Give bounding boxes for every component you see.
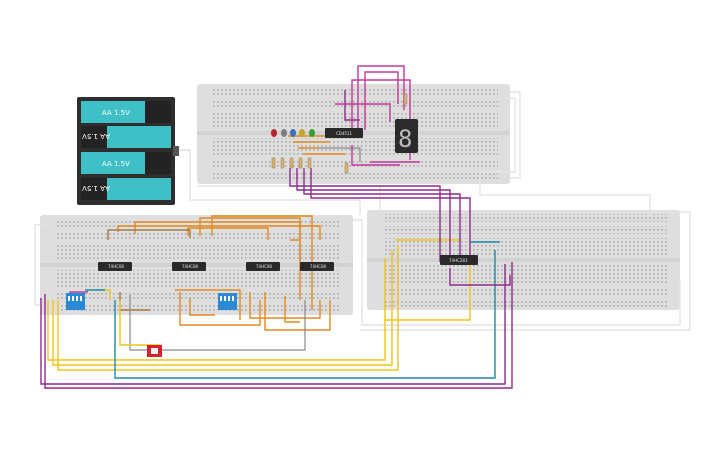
battery-cell-label: AA 1.5V	[82, 184, 110, 192]
push-button[interactable]	[147, 345, 162, 357]
resistor[interactable]	[298, 157, 303, 169]
seven-segment-digit: 8	[398, 125, 412, 153]
ic-label: CD4511	[336, 131, 353, 136]
ic-label: 74HC08	[182, 264, 198, 269]
battery-cell-4: AA 1.5V	[81, 178, 171, 200]
dip-switch-b[interactable]	[218, 293, 237, 310]
resistor[interactable]	[271, 157, 276, 169]
seven-segment-display[interactable]: 8	[395, 119, 418, 153]
ic-cd4511[interactable]: CD4511	[325, 128, 363, 138]
resistor[interactable]	[289, 157, 294, 169]
ic-label: 74HC08	[310, 264, 326, 269]
ic-74hc08-1[interactable]: 74HC08	[98, 262, 132, 271]
ic-74hc283[interactable]: 74HC283	[440, 255, 478, 265]
led-yellow[interactable]	[299, 129, 305, 137]
wires-yellow	[47, 239, 471, 371]
battery-cell-1: AA 1.5V	[81, 101, 171, 123]
ic-label: 74HC08	[256, 264, 272, 269]
ic-74hc08-4[interactable]: 74HC08	[300, 262, 334, 271]
led-row	[271, 129, 315, 137]
battery-cell-3: AA 1.5V	[81, 152, 171, 174]
wires-gray	[129, 147, 361, 351]
led-gray[interactable]	[281, 129, 287, 137]
breadboard-right	[367, 210, 680, 310]
battery-pack: AA 1.5V AA 1.5V AA 1.5V AA 1.5V	[77, 97, 179, 205]
led-red[interactable]	[271, 129, 277, 137]
wires-teal	[85, 241, 500, 379]
resistor[interactable]	[344, 162, 349, 174]
resistors	[271, 93, 408, 174]
wires-purple	[40, 90, 513, 389]
wires-white	[34, 91, 691, 331]
resistor[interactable]	[307, 157, 312, 169]
battery-cell-label: AA 1.5V	[102, 109, 130, 117]
battery-cell-label: AA 1.5V	[102, 160, 130, 168]
led-blue[interactable]	[290, 129, 296, 137]
ic-label: 74HC08	[108, 264, 124, 269]
ic-74hc08-3[interactable]: 74HC08	[246, 262, 280, 271]
resistor[interactable]	[280, 157, 285, 169]
resistor[interactable]	[403, 93, 408, 105]
battery-cell-2: AA 1.5V	[81, 126, 171, 148]
battery-cell-label: AA 1.5V	[82, 132, 110, 140]
wires-orange	[117, 135, 345, 331]
led-green[interactable]	[309, 129, 315, 137]
ic-74hc08-2[interactable]: 74HC08	[172, 262, 206, 271]
dip-switch-a[interactable]	[66, 293, 85, 310]
ic-label: 74HC283	[449, 258, 468, 263]
